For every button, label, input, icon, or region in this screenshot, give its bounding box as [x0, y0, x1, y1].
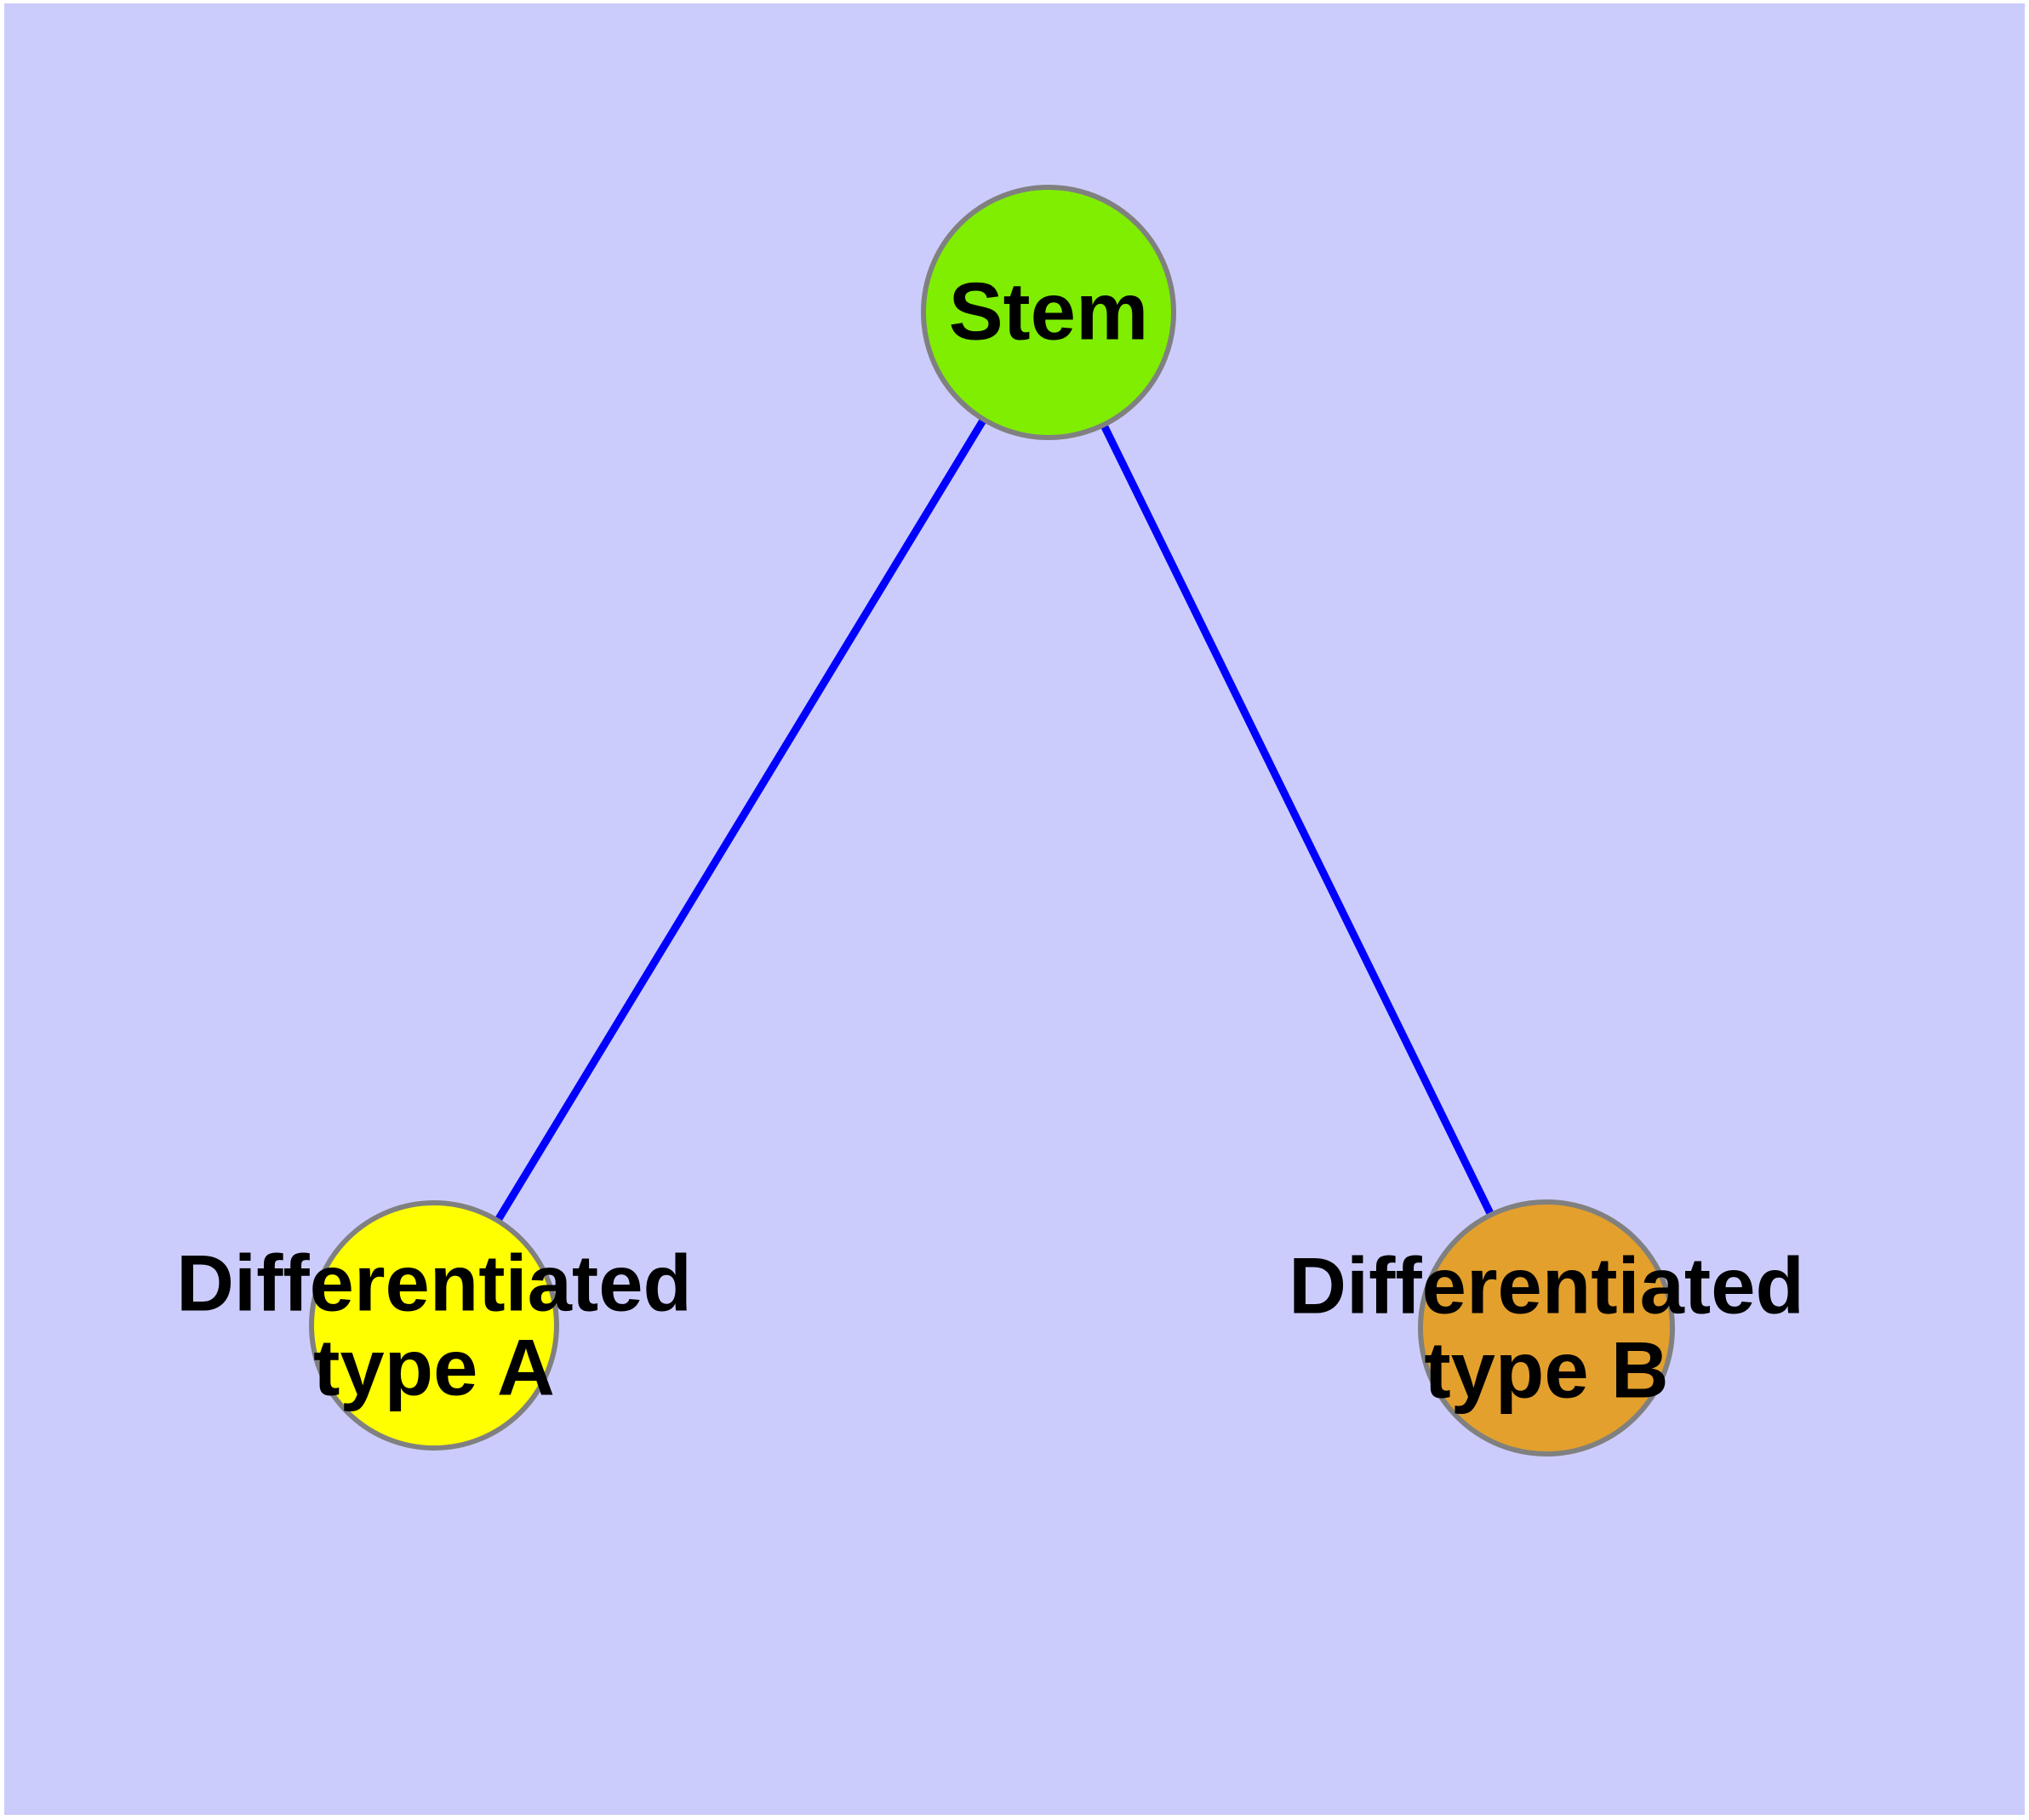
- graph-node-diff_a[interactable]: [309, 1200, 559, 1451]
- graph-edge-stem-diff_b: [1044, 311, 1551, 1330]
- graph-node-diff_b[interactable]: [1418, 1199, 1675, 1457]
- node-layer: [309, 185, 1675, 1457]
- graph-edge-stem-diff_a: [431, 310, 1052, 1328]
- edge-layer: [431, 310, 1551, 1330]
- graph-svg: [309, 185, 1675, 1457]
- graph-node-stem[interactable]: [921, 185, 1176, 440]
